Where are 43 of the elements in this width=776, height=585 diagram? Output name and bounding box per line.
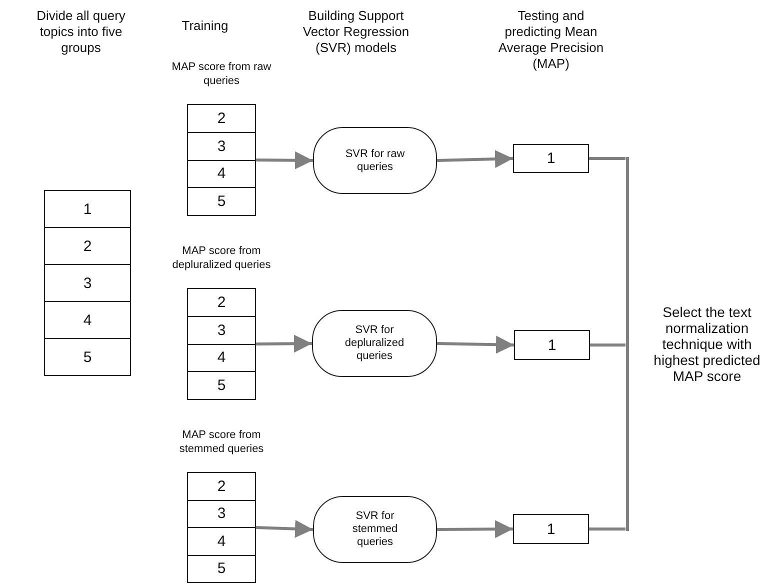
arrow: [256, 334, 312, 353]
arrow: [436, 520, 514, 538]
connector-line: [589, 157, 626, 160]
prediction-box: 1: [513, 144, 589, 173]
column-heading: Training: [180, 18, 230, 34]
group-number: 3: [188, 132, 255, 160]
model-terminal-shape: SVR for depluralized queries: [312, 310, 437, 377]
group-number: 2: [188, 473, 255, 500]
arrow: [256, 520, 314, 538]
prediction-box: 1: [513, 514, 589, 544]
group-number-box: 3: [44, 264, 131, 302]
group-number: 4: [188, 527, 255, 554]
model-terminal-shape: SVR for raw queries: [313, 127, 437, 194]
prediction-box: 1: [514, 330, 590, 360]
stack-caption: MAP score from depluralized queries: [171, 244, 272, 272]
group-number-box: 4: [44, 301, 131, 339]
column-heading: Building Support Vector Regression (SVR) models: [302, 8, 410, 56]
group-number: 5: [188, 554, 255, 582]
group-number: 4: [188, 160, 255, 188]
column-heading: Testing and predicting Mean Average Precision (MAP): [497, 8, 605, 72]
score-stack: [187, 104, 256, 216]
group-number: 5: [188, 371, 255, 399]
group-number: 3: [188, 500, 255, 527]
selection-text: Select the text normalization technique with highest predicted MAP score: [652, 304, 762, 384]
score-stack: [187, 472, 256, 583]
arrow: [436, 150, 514, 168]
arrow: [256, 151, 314, 170]
group-number: 2: [188, 289, 255, 316]
group-number: 3: [188, 316, 255, 344]
connector-line: [590, 344, 626, 346]
column-heading: Divide all query topics into five groups: [36, 8, 126, 56]
group-number: 5: [188, 187, 255, 215]
arrow: [436, 336, 514, 354]
group-number-box: 1: [44, 190, 131, 228]
stack-caption: MAP score from stemmed queries: [178, 428, 265, 456]
group-number-box: 5: [44, 338, 131, 376]
stack-caption: MAP score from raw queries: [170, 60, 272, 88]
group-number: 4: [188, 344, 255, 372]
group-number: 2: [188, 105, 255, 132]
group-number-box: 2: [44, 227, 131, 265]
model-terminal-shape: SVR for stemmed queries: [313, 496, 437, 563]
connector-line: [589, 528, 626, 530]
score-stack: [187, 288, 256, 400]
